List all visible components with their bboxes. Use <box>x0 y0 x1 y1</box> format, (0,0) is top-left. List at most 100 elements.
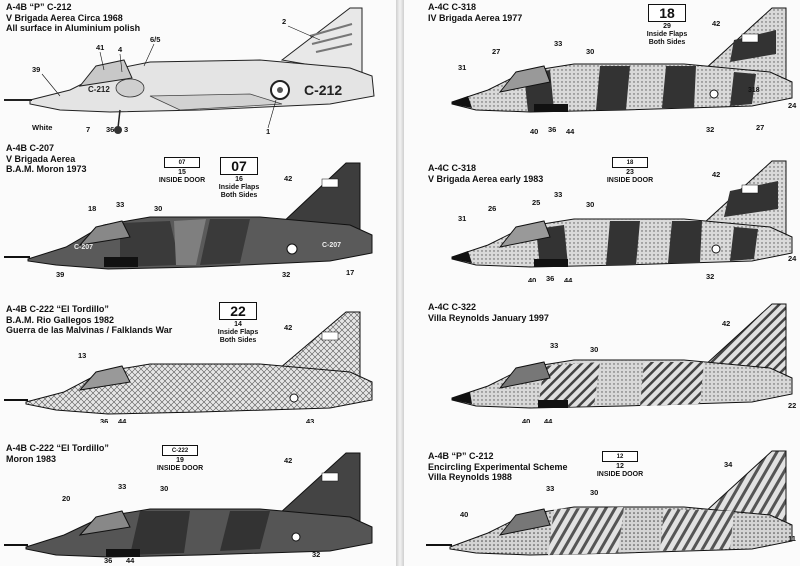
callout-label: 39 <box>32 65 40 74</box>
callout-label: 44 <box>566 127 575 136</box>
inside-door-decal: C-222 19 INSIDE DOOR <box>150 445 210 473</box>
callout-label: 32 <box>706 272 714 281</box>
caption-line: Villa Reynolds 1988 <box>428 472 512 482</box>
tail-code-marking: C-207 <box>322 242 341 249</box>
panel-c222-malvinas: A-4B C-222 “El Tordillo” B.A.M. Rio Gall… <box>0 282 396 423</box>
decal-number: 14 <box>234 321 242 328</box>
caption-line: V Brigada Aerea <box>6 153 76 164</box>
caption-line: Encircling Experimental Scheme <box>428 461 568 472</box>
callout-label: 33 <box>546 484 554 493</box>
panel-caption: A-4C C-322 Villa Reynolds January 1997 <box>428 302 549 323</box>
aircraft-profile-c222-1983: 42 20 33 30 36 44 32 <box>4 452 373 564</box>
decal-location: Inside Flaps Both Sides <box>218 184 260 199</box>
callout-label: 33 <box>118 482 126 491</box>
callout-label: 32 <box>312 550 320 559</box>
aircraft-profile-c212-experimental: 34 33 30 40 11 <box>426 450 796 556</box>
decal-number: 16 <box>235 176 243 183</box>
inside-door-decal: 12 12 INSIDE DOOR <box>590 451 650 479</box>
callout-label: 1 <box>266 127 270 136</box>
decal-box: 07 <box>220 157 258 175</box>
callout-label: 30 <box>154 204 162 213</box>
callout-label: 33 <box>116 200 124 209</box>
aircraft-profile-c322: 42 33 30 38 40 44 22 <box>451 303 796 423</box>
aircraft-profile-c207: C-207 C-207 42 18 33 30 39 32 17 <box>4 162 373 279</box>
caption-line: V Brigada Aerea Circa 1968 <box>6 12 123 23</box>
callout-label: 44 <box>564 276 573 282</box>
callout-label: 3 <box>124 125 128 134</box>
callout-label: 42 <box>722 319 730 328</box>
decal-box: 07 <box>164 157 200 168</box>
decal-number: 15 <box>178 169 186 176</box>
panel-c212-experimental: A-4B “P” C-212 Encircling Experimental S… <box>404 423 800 564</box>
callout-label: 22 <box>788 401 796 410</box>
callout-label: 40 <box>528 276 536 282</box>
caption-line: B.A.M. Moron 1973 <box>6 164 87 174</box>
callout-label: 40 <box>530 127 538 136</box>
decal-location: Inside Flaps Both Sides <box>646 31 688 46</box>
inside-door-decal: 18 23 INSIDE DOOR <box>600 157 660 185</box>
caption-line: A-4B C-222 “El Tordillo” <box>6 304 109 314</box>
decal-box: 18 <box>648 4 686 22</box>
aircraft-profile-c222-1982: 42 13 36 44 43 <box>4 311 373 423</box>
panel-caption: A-4B “P” C-212 Encircling Experimental S… <box>428 451 568 483</box>
callout-label: 4 <box>118 45 123 54</box>
caption-line: A-4C C-318 <box>428 163 477 173</box>
decal-box: 18 <box>612 157 648 168</box>
inside-flaps-decal: 07 16 Inside Flaps Both Sides <box>214 157 264 200</box>
callout-label: 42 <box>284 174 292 183</box>
callout-label: 26 <box>488 204 496 213</box>
callout-label: 44 <box>126 556 135 564</box>
callout-label: 43 <box>306 417 314 423</box>
callout-label: 42 <box>284 323 292 332</box>
callout-label: 40 <box>522 417 530 423</box>
caption-line: A-4B “P” C-212 <box>428 451 494 461</box>
decal-location: INSIDE DOOR <box>596 471 644 478</box>
caption-line: All surface in Aluminium polish <box>6 23 141 33</box>
callout-label: 40 <box>460 510 468 519</box>
panel-c222-moron: A-4B C-222 “El Tordillo” Moron 1983 C-22… <box>0 423 396 564</box>
decal-box: 12 <box>602 451 638 462</box>
callout-label: 30 <box>590 488 598 497</box>
callout-label: 25 <box>532 198 540 207</box>
callout-label: 30 <box>586 47 594 56</box>
callout-label: 36 <box>546 274 554 282</box>
callout-label: 32 <box>706 125 714 134</box>
decal-number: 19 <box>176 457 184 464</box>
tail-code-marking: 318 <box>748 87 760 94</box>
panel-caption: A-4B C-207 V Brigada Aerea B.A.M. Moron … <box>6 143 87 175</box>
decal-number: 12 <box>616 463 624 470</box>
caption-line: A-4B C-222 “El Tordillo” <box>6 443 109 453</box>
panel-caption: A-4B C-222 “El Tordillo” Moron 1983 <box>6 443 109 464</box>
callout-label: 36 <box>106 125 114 134</box>
panel-c207-camouflage: A-4B C-207 V Brigada Aerea B.A.M. Moron … <box>0 141 396 282</box>
callout-label: 36 <box>548 125 556 134</box>
nose-code-marking: C-207 <box>74 244 93 251</box>
callout-label: 42 <box>284 456 292 465</box>
decal-location: INSIDE DOOR <box>158 177 206 184</box>
callout-label: White <box>32 123 52 132</box>
panel-caption: A-4C C-318 V Brigada Aerea early 1983 <box>428 163 543 184</box>
callout-label: 24 <box>788 254 797 263</box>
panel-caption: A-4B C-222 “El Tordillo” B.A.M. Rio Gall… <box>6 304 172 336</box>
callout-label: 42 <box>712 19 720 28</box>
right-page: A-4C C-318 IV Brigada Aerea 1977 18 29 I… <box>404 0 800 566</box>
page-gutter <box>396 0 404 566</box>
aircraft-profile-c212-aluminium: C-212 C-212 2 41 4 6/5 39 7 36 3 1 White <box>4 7 375 136</box>
decal-location: Inside Flaps Both Sides <box>217 329 259 344</box>
decal-box: C-222 <box>162 445 198 456</box>
caption-line: B.A.M. Rio Gallegos 1982 <box>6 314 115 325</box>
caption-line: A-4B “P” C-212 <box>6 2 72 12</box>
panel-caption: A-4C C-318 IV Brigada Aerea 1977 <box>428 2 522 23</box>
inside-flaps-decal: 22 14 Inside Flaps Both Sides <box>212 302 264 345</box>
inside-door-decal: 07 15 INSIDE DOOR <box>152 157 212 185</box>
decal-number: 29 <box>663 23 671 30</box>
caption-line: V Brigada Aerea early 1983 <box>428 173 544 184</box>
callout-label: 11 <box>788 534 796 543</box>
callout-label: 33 <box>550 341 558 350</box>
decal-box: 22 <box>219 302 257 320</box>
callout-label: 6/5 <box>150 35 160 44</box>
callout-label: 36 <box>100 417 108 423</box>
callout-label: 24 <box>788 101 797 110</box>
caption-line: A-4C C-318 <box>428 2 477 12</box>
caption-line: Villa Reynolds January 1997 <box>428 312 549 323</box>
